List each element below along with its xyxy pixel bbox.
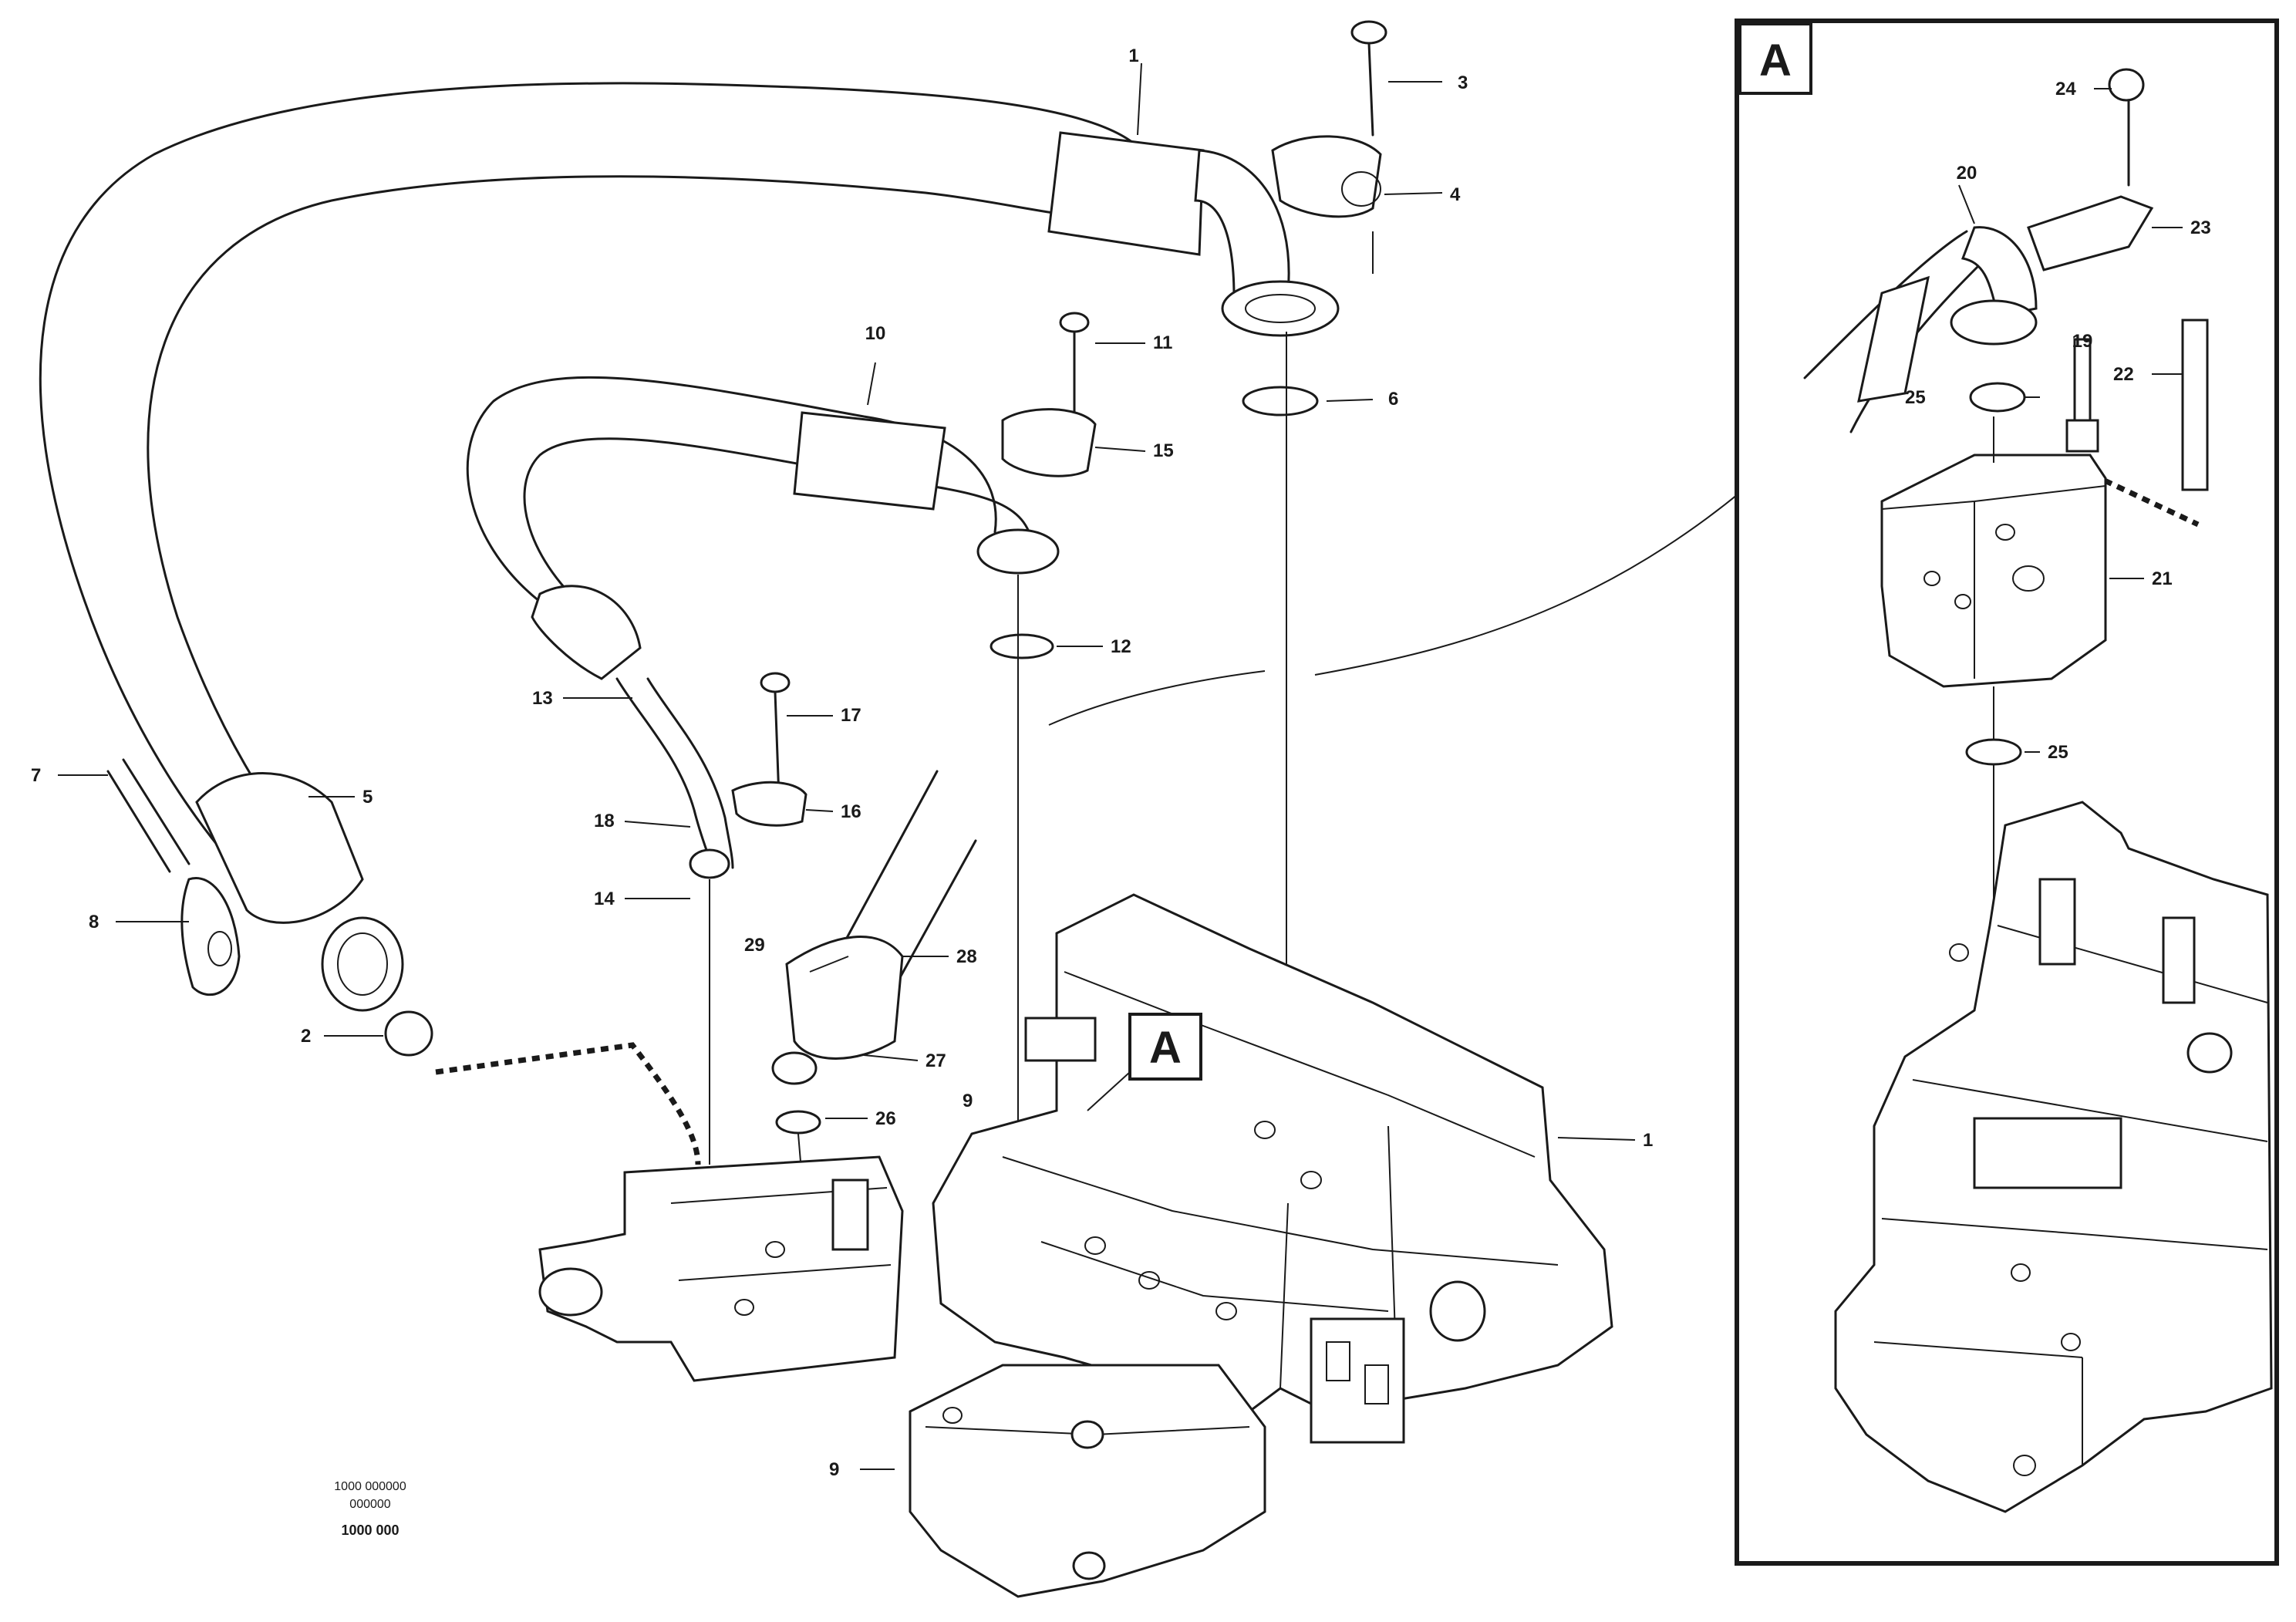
detail-a-letter: A xyxy=(1759,35,1792,86)
callout-a-main-letter: A xyxy=(1149,1023,1182,1073)
stamp-line-3: 1000 000 xyxy=(341,1523,399,1538)
label-15: 15 xyxy=(1153,440,1174,461)
medium-hose xyxy=(466,376,1060,879)
label-1-top: 1 xyxy=(1128,46,1138,66)
clamp-15 xyxy=(1001,408,1097,477)
main-valve-block xyxy=(932,893,1613,1444)
clamp-8 xyxy=(180,877,241,996)
stamp-line-1: 1000 000000 xyxy=(334,1480,406,1493)
small-valve-block xyxy=(538,1155,904,1382)
part-labels: 1 3 4 6 10 11 15 12 13 17 16 18 14 7 5 8… xyxy=(31,46,2211,1480)
label-26: 26 xyxy=(875,1108,896,1129)
label-10: 10 xyxy=(865,323,886,344)
label-17: 17 xyxy=(841,705,861,726)
bolt-11 xyxy=(1059,312,1090,422)
label-4: 4 xyxy=(1450,184,1461,205)
label-28: 28 xyxy=(956,946,977,967)
label-25-bottom: 25 xyxy=(2048,742,2068,763)
leader-center xyxy=(1048,670,1266,726)
label-9-mid: 9 xyxy=(963,1091,973,1111)
fitting-16 xyxy=(731,781,807,827)
label-5: 5 xyxy=(362,787,373,808)
lower-valve-section xyxy=(909,1364,1266,1598)
label-24: 24 xyxy=(2055,79,2076,99)
bolt-17 xyxy=(760,672,791,800)
label-29: 29 xyxy=(744,935,765,956)
label-6: 6 xyxy=(1388,389,1398,410)
callout-a-main: A xyxy=(1087,1013,1202,1111)
oring-2 xyxy=(384,1010,433,1057)
label-14: 14 xyxy=(594,889,615,909)
label-2: 2 xyxy=(301,1026,311,1047)
label-11: 11 xyxy=(1153,332,1172,353)
label-19: 19 xyxy=(2072,331,2093,352)
label-18: 18 xyxy=(594,811,615,831)
oring-12 xyxy=(990,633,1054,659)
label-12: 12 xyxy=(1111,636,1131,657)
label-3: 3 xyxy=(1458,73,1468,93)
label-13: 13 xyxy=(532,688,553,709)
label-8: 8 xyxy=(89,912,99,932)
fitting-cluster-26 xyxy=(771,770,977,1135)
leader-lines xyxy=(58,62,2183,1470)
label-25-top: 25 xyxy=(1905,387,1926,408)
dashed-route-2 xyxy=(435,1042,701,1165)
stamp-line-2: 000000 xyxy=(349,1498,390,1511)
bolt-3 xyxy=(1350,20,1387,137)
large-hose xyxy=(39,82,1340,1012)
drawing-stamp: 1000 000000 000000 1000 000 xyxy=(334,1480,406,1538)
label-1-right: 1 xyxy=(1643,1130,1653,1151)
oring-6 xyxy=(1242,386,1319,416)
detail-a-panel: A xyxy=(1735,19,2279,1566)
label-27: 27 xyxy=(925,1050,946,1071)
label-21: 21 xyxy=(2152,568,2173,589)
label-20: 20 xyxy=(1957,163,1977,184)
fitting-7 xyxy=(106,758,190,873)
clamp-4 xyxy=(1271,135,1382,218)
label-16: 16 xyxy=(841,801,861,822)
label-7: 7 xyxy=(31,765,41,786)
label-9: 9 xyxy=(829,1459,839,1480)
label-23: 23 xyxy=(2190,218,2211,238)
label-22: 22 xyxy=(2113,364,2134,385)
